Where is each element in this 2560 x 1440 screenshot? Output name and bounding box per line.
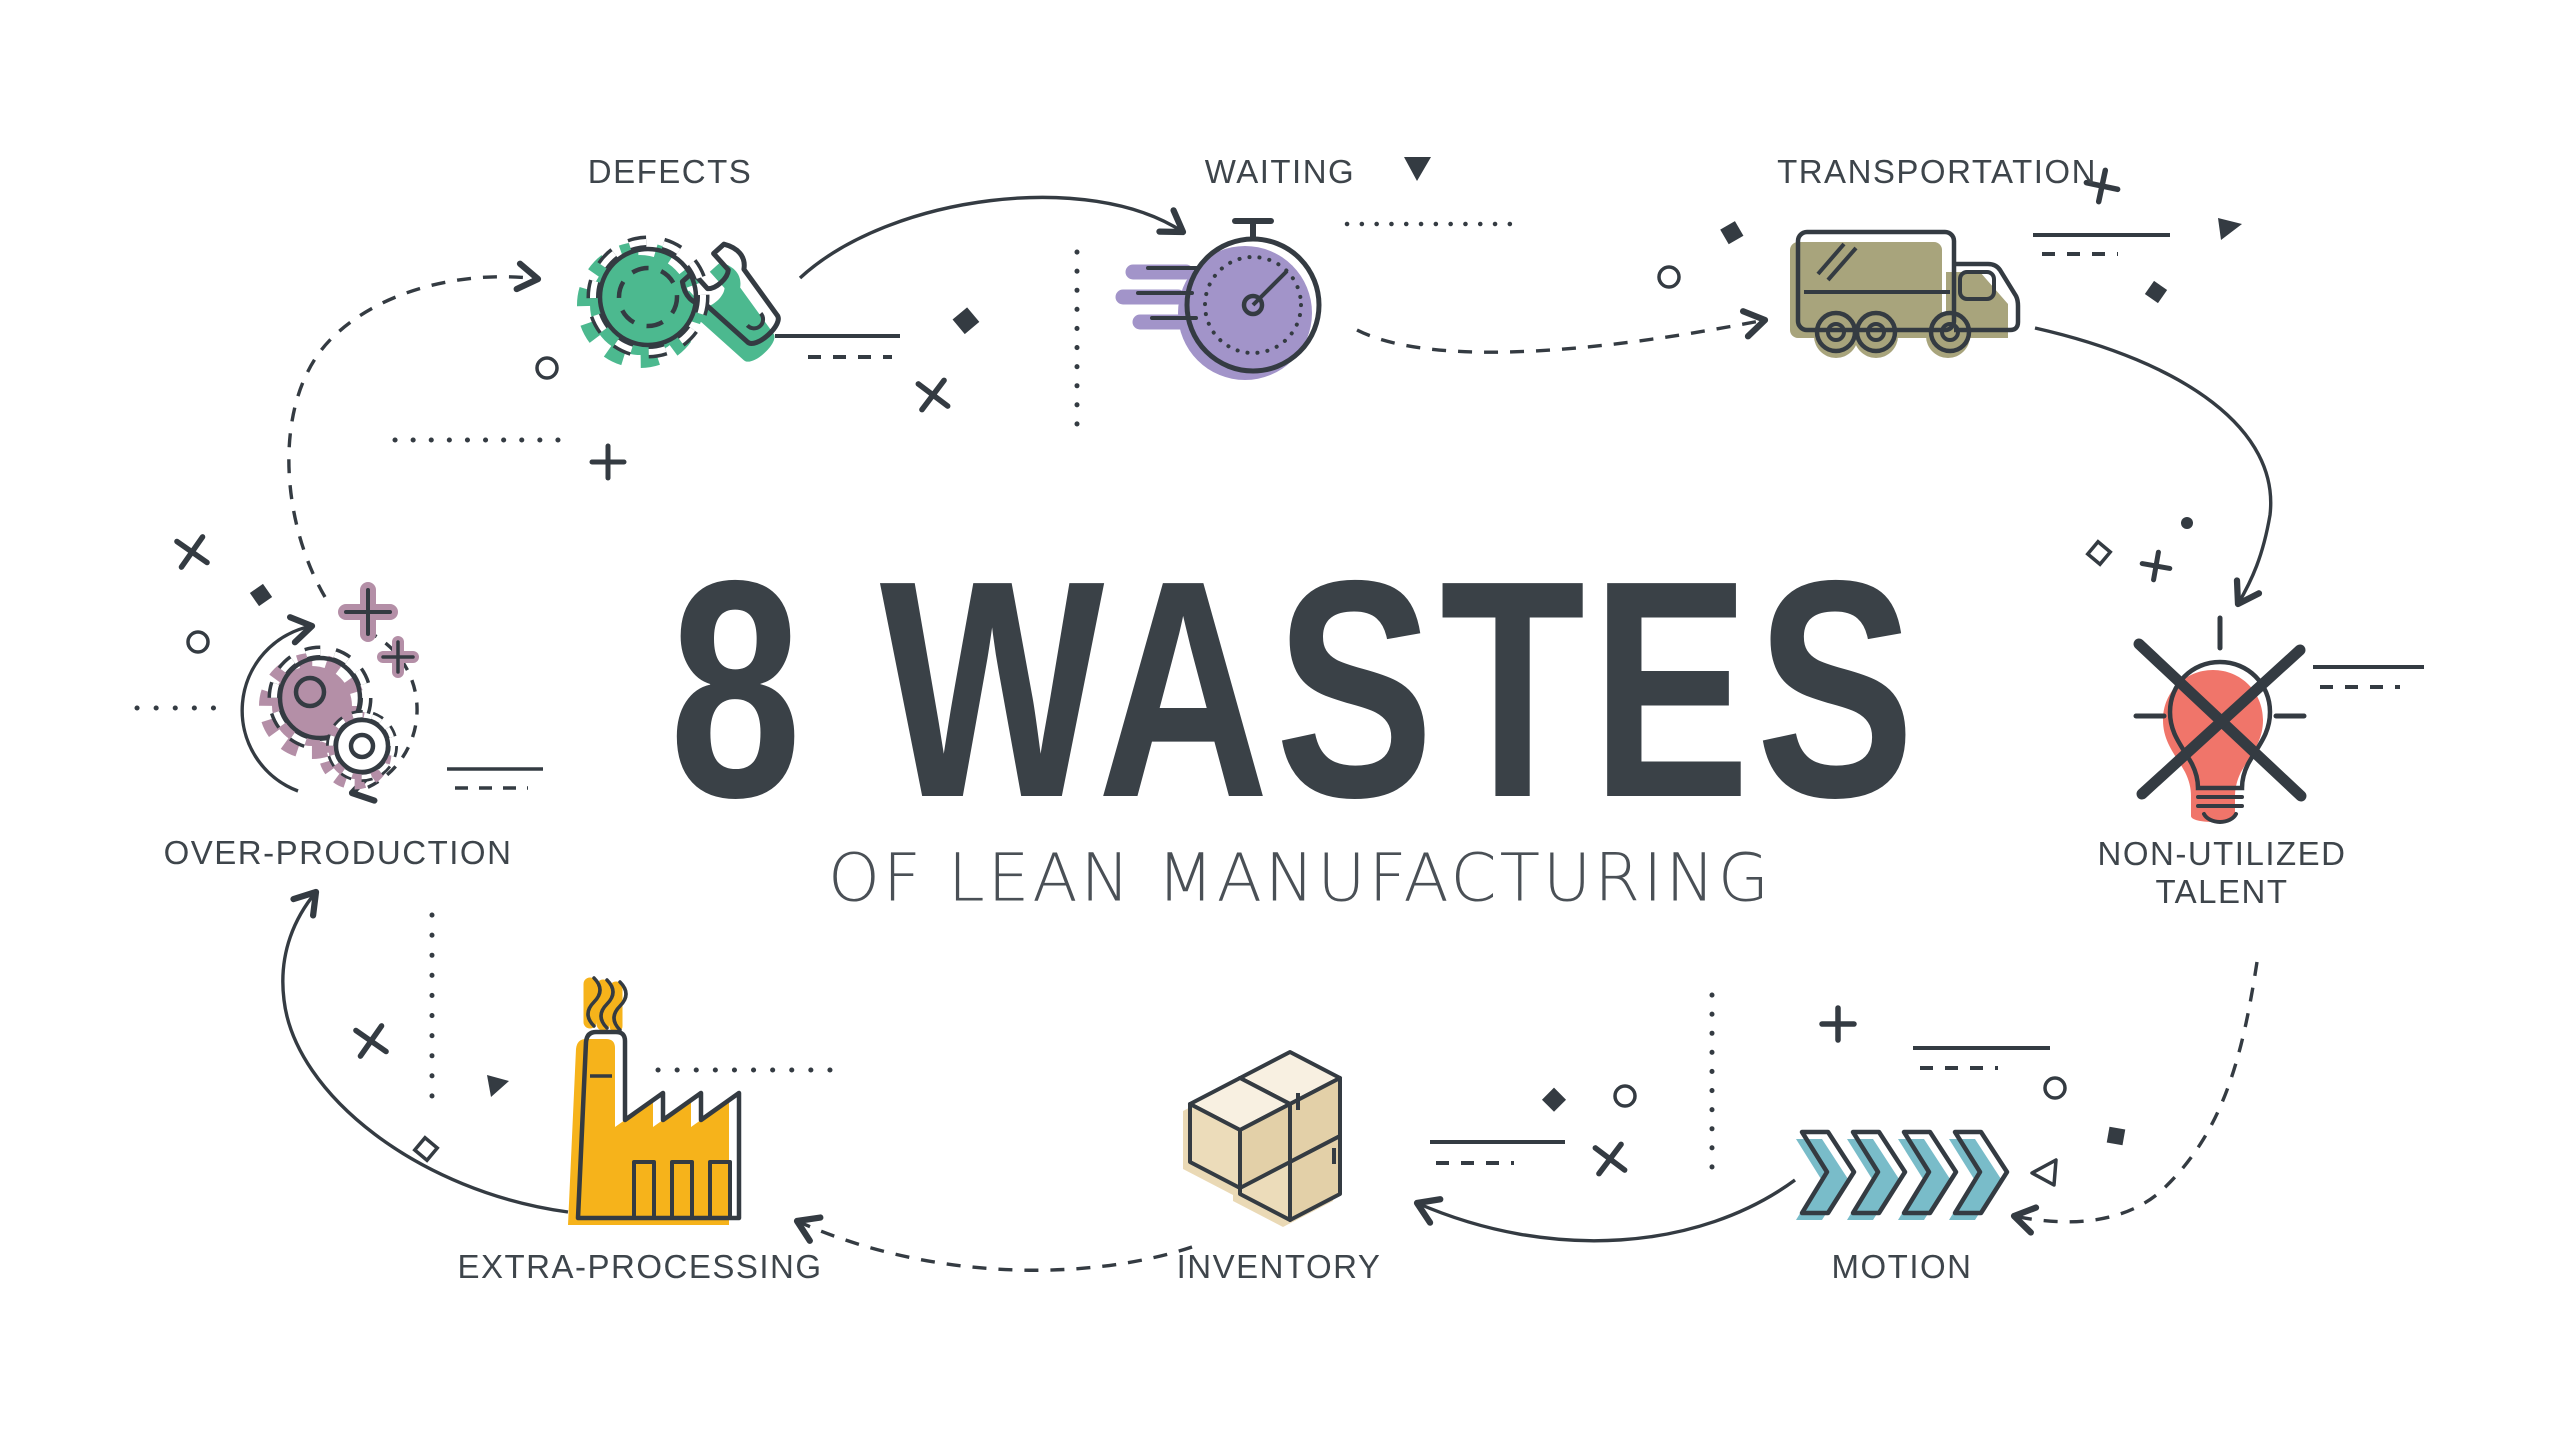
gear-wrench-icon [577, 235, 781, 368]
page-title: 8 WASTES [669, 517, 1921, 863]
diamond-outline-mark [412, 1135, 440, 1163]
circle-mark [186, 630, 210, 654]
label-defects: DEFECTS [587, 153, 753, 191]
label-extra-processing: EXTRA-PROCESSING [457, 1248, 823, 1286]
rotation-arrows [240, 614, 419, 804]
cross-mark [915, 377, 951, 413]
triangle-mark [1404, 157, 1431, 181]
truck-icon [1790, 229, 2021, 358]
label-motion: MOTION [1831, 1248, 1973, 1286]
plus-mark [2139, 549, 2173, 583]
diamond-mark [952, 307, 980, 335]
diamond-outline-mark [2085, 539, 2113, 567]
label-transportation: TRANSPORTATION [1777, 153, 2097, 191]
circle-mark [535, 356, 559, 380]
circle-mark [2043, 1076, 2067, 1100]
label-non-utilized-talent: NON-UTILIZED TALENT [2097, 835, 2347, 910]
circle-mark [1613, 1084, 1637, 1108]
arrow-motion-to-inventory [1413, 1178, 1797, 1243]
label-over-production: OVER-PRODUCTION [163, 834, 513, 872]
chevrons-icon [1796, 1129, 2010, 1220]
cross-out-mark [2133, 638, 2307, 802]
square-mark [2106, 1126, 2126, 1146]
flow-arrows [281, 195, 2273, 1272]
diamond-mark [1720, 221, 1744, 245]
cross-mark [353, 1023, 389, 1059]
arrow-defects-to-waiting [798, 195, 1187, 280]
arrow-waiting-to-transportation [1356, 308, 1769, 354]
dot-mark [2181, 517, 2193, 529]
arrow-transportation-to-talent [2034, 326, 2273, 608]
label-inventory: INVENTORY [1176, 1248, 1382, 1286]
factory-icon [568, 976, 742, 1225]
circle-mark [1657, 265, 1681, 289]
gears-icon [240, 582, 419, 804]
plus-mark [589, 443, 627, 481]
diamond-mark [1541, 1087, 1567, 1112]
arrow-talent-to-motion [2010, 961, 2259, 1236]
plus-mark [1819, 1005, 1857, 1043]
triangle-mark [487, 1075, 509, 1097]
cross-mark [1592, 1141, 1628, 1177]
stopwatch-icon [1115, 218, 1322, 380]
arrow-inventory-to-extraprocessing [793, 1214, 1193, 1272]
label-waiting: WAITING [1204, 153, 1356, 191]
boxes-icon [1183, 1050, 1342, 1227]
diamond-mark [2144, 280, 2168, 304]
plus-mark [2083, 167, 2121, 205]
arrow-overproduction-to-defects [287, 260, 542, 598]
crossed-lightbulb-icon [2133, 615, 2307, 824]
plus-marks [338, 582, 419, 678]
scatter-decorations [134, 157, 2424, 1187]
triangle-outline-mark [2030, 1158, 2058, 1187]
triangle-mark [2218, 218, 2242, 240]
page-subtitle: OF LEAN MANUFACTURING [827, 839, 1773, 917]
cross-mark [174, 534, 210, 570]
arrow-extraprocessing-to-overproduction [281, 888, 569, 1214]
diamond-mark [249, 583, 273, 607]
